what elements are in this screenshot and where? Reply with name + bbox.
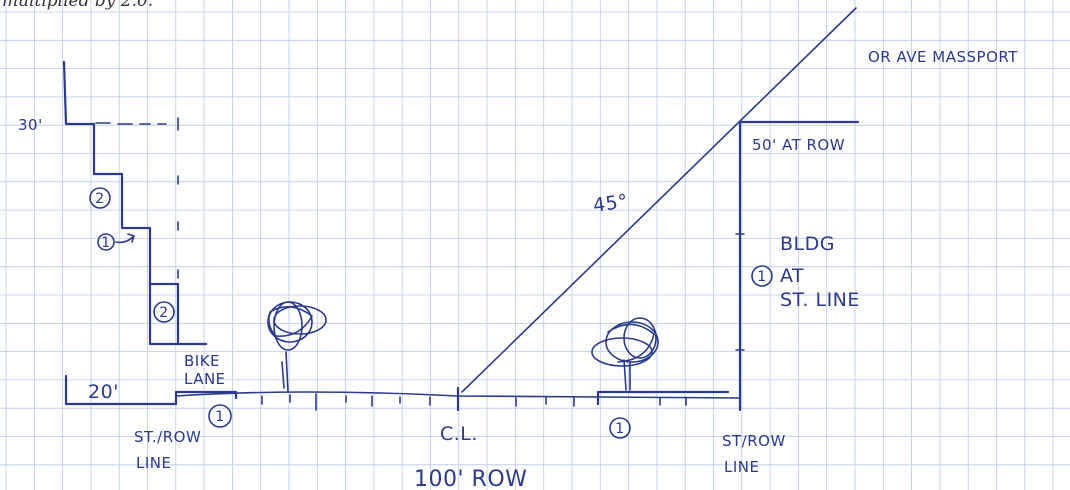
- at-label: AT: [780, 265, 804, 287]
- ground-line-left: [64, 374, 178, 406]
- st-row-left-label-1: ST./ROW: [134, 428, 201, 446]
- st-line-label: ST. LINE: [780, 289, 860, 311]
- bike-lane-bracket: [174, 390, 238, 406]
- svg-text:2: 2: [95, 191, 104, 207]
- right-building-wall: [738, 120, 860, 412]
- stepped-building-profile: [62, 60, 180, 346]
- marker-step-lower: 2: [153, 301, 175, 323]
- right-wall-ticks: [735, 233, 745, 351]
- fifty-at-row-label: 50' AT ROW: [752, 136, 845, 154]
- angle-label: 45°: [592, 190, 630, 217]
- orave-label: OR AVE MASSPORT: [868, 48, 1018, 66]
- row-label: 100' ROW: [414, 467, 527, 490]
- forty-five-degree-plane: [461, 7, 857, 393]
- st-row-right-label-1: ST/ROW: [722, 432, 786, 450]
- marker-step-mid: 1: [97, 233, 115, 251]
- right-sidewalk-bracket: [596, 390, 730, 406]
- marker-bike-lane: 1: [208, 404, 232, 428]
- bldg-label: BLDG: [780, 233, 835, 255]
- lane-label: LANE: [184, 370, 226, 388]
- st-row-right-label-2: LINE: [724, 458, 759, 476]
- svg-text:1: 1: [615, 421, 624, 437]
- svg-text:1: 1: [757, 269, 766, 285]
- svg-text:2: 2: [159, 305, 168, 321]
- marker-step-upper: 2: [89, 187, 111, 209]
- upper-dashed-line: [95, 122, 167, 125]
- tree-right: [591, 317, 659, 391]
- tree-left: [267, 301, 327, 393]
- thirty-label: 30': [18, 116, 43, 134]
- st-row-left-label-2: LINE: [136, 454, 171, 472]
- ground-ticks: [261, 393, 687, 411]
- marker-right-sidewalk: 1: [609, 417, 631, 439]
- twenty-label: 20': [88, 381, 119, 403]
- svg-text:1: 1: [215, 409, 224, 425]
- arrow-to-step: [115, 233, 135, 244]
- svg-text:1: 1: [101, 235, 110, 251]
- centerline-label: C.L.: [440, 423, 478, 445]
- marker-bldg: 1: [751, 265, 773, 287]
- bike-label: BIKE: [184, 352, 220, 370]
- ground-line-main: [175, 391, 741, 399]
- cropped-header-text: multiplied by 2.0.: [2, 0, 153, 11]
